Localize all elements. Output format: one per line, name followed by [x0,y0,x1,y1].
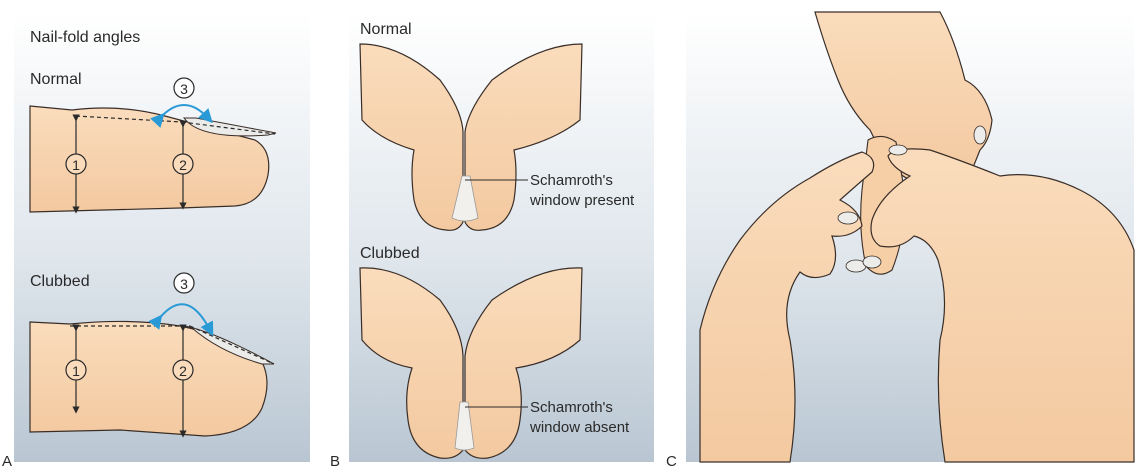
b-normal-label: Normal [360,21,412,38]
clubbed-marker-2-circle [172,359,194,381]
normal-marker-1: 1 [72,157,80,173]
clubbed-marker-2: 2 [179,363,187,379]
panel-b-letter: B [330,453,340,470]
normal-angle-arc [150,104,213,128]
normal-marker-3: 3 [180,81,188,97]
panel-a: Nail-fold angles Normal 1 2 3 Clubbed [2,12,310,470]
clubbed-left-finger [359,267,464,459]
nail-fold-heading: Nail-fold angles [30,29,140,46]
clubbed-fingers-pair [359,267,583,459]
normal-marker-2-circle [172,153,194,175]
normal-left-finger [359,43,464,231]
clubbed-marker-3: 3 [180,276,188,292]
normal-fingers-pair [359,43,583,231]
clubbed-marker-1-circle [65,359,87,381]
panel-c: C [666,11,1135,470]
clubbed-angle-arc [148,303,214,337]
normal-marker-1-circle [65,153,87,175]
normal-label: Normal [30,71,82,88]
clubbed-nail-overlap [454,401,475,451]
window-present-line2: window present [529,192,635,209]
clubbed-marker-3-circle [173,272,195,294]
clubbed-finger: 1 2 3 [29,272,275,438]
clubbed-marker-1: 1 [72,363,80,379]
normal-profile-dashed-line [75,115,183,123]
window-absent-line1: Schamroth's [530,399,613,416]
panel-a-letter: A [2,453,12,470]
nail-5 [973,125,987,145]
panel-b: Normal Schamroth's window present Clubbe… [330,12,654,470]
normal-right-finger [464,43,583,231]
panel-c-letter: C [666,453,677,470]
normal-marker-2: 2 [179,157,187,173]
nail-1 [837,211,859,225]
normal-finger: 1 2 3 [29,77,277,214]
normal-marker-3-circle [173,77,195,99]
window-present-line1: Schamroth's [530,172,613,189]
nail-4 [888,144,908,156]
clubbed-right-finger [464,267,583,459]
clubbed-label: Clubbed [30,273,90,290]
examiner-right-hand [870,148,1135,463]
window-absent-line2: window absent [529,419,630,436]
nail-3 [862,255,882,269]
examiner-left-hand [699,151,875,463]
b-clubbed-label: Clubbed [360,245,420,262]
schamroth-window-diamond [451,175,479,222]
